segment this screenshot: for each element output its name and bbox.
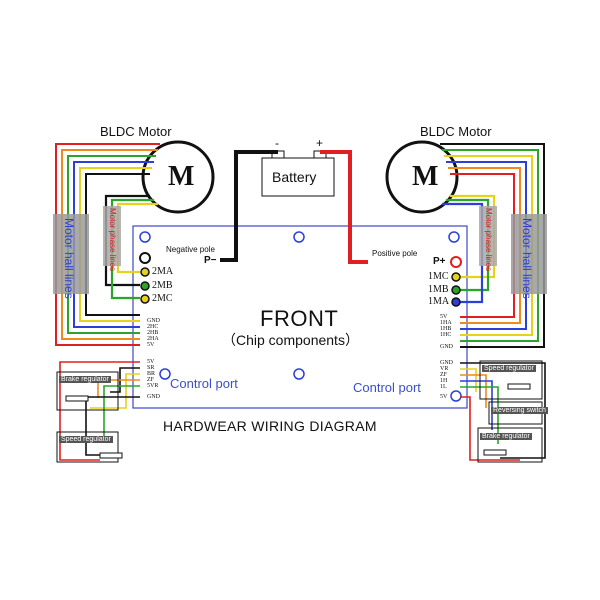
left-hall-pin: GND [147,318,160,324]
battery-positive-wire [320,150,368,264]
right-phase-sleeve [479,206,497,266]
right-motor [385,140,459,214]
right-hall-pin: 1HC [440,332,452,338]
left-phase-sleeve [103,206,121,266]
pin-1mc [451,272,461,282]
right-motor-symbol: M [412,161,439,192]
right-control-pin: ZF [440,372,448,378]
pin-2mb [140,281,150,291]
left-brake-regulator-label: Brake regulator [59,376,111,383]
positive-pole-label: Positive pole [372,249,418,258]
pin-label-2mc: 2MC [152,293,173,304]
mount-hole [293,231,305,243]
pin-label-1ma: 1MA [428,296,450,307]
right-hall-pin: 1HA [440,320,452,326]
left-control-pin: BR [147,371,156,377]
right-control-pin: GND [440,360,453,366]
right-speed-pot [507,383,531,390]
left-speed-pot [99,452,123,459]
battery-label: Battery [272,169,317,185]
left-motor-title: BLDC Motor [100,124,172,139]
battery-body [261,157,335,197]
left-brake-pot [65,395,89,402]
left-control-pin: SR [147,365,155,371]
left-speed-box [56,431,119,463]
right-hall-pin: 1HB [440,326,452,332]
right-brake-regulator-label: Brake regulator [480,433,532,440]
right-control-pin: 1H [440,378,448,384]
p-plus-label: P+ [433,256,446,267]
negative-pole-label: Negative pole [166,245,215,254]
pin-2mc [140,294,150,304]
right-control-pin: 1L [440,384,447,390]
pin-label-2ma: 2MA [152,266,174,277]
left-hall-sleeve [53,214,89,294]
battery-minus: - [275,136,279,150]
left-brake-box [56,371,119,411]
left-control-port-label: Control port [170,376,238,391]
left-phase-lines-label: Motor phase lines [108,208,117,272]
mount-hole [159,368,171,380]
right-control-port-label: Control port [353,380,421,395]
p-minus-label: P− [204,255,217,266]
battery-plus: + [316,136,324,150]
controller-board [132,225,468,409]
mount-hole [448,231,460,243]
left-control-pin: ZF [147,377,155,383]
battery-negative-wire [220,150,278,262]
left-hall-pin: 2HB [147,330,159,336]
right-hall-lines-label: Motor hall lines [520,218,534,299]
right-hall-sleeve [511,214,547,294]
right-phase-lines-label: Motor phase lines [484,208,493,272]
pin-1mb [451,285,461,295]
left-speed-regulator-label: Speed regulator [59,436,113,443]
right-reversing-switch-label: Reversing switch [491,407,548,414]
left-motor-symbol: M [168,161,195,192]
left-control-wires [59,361,140,461]
right-hall-pin: GND [440,344,453,350]
diagram-title: HARDWEAR WIRING DIAGRAM [163,418,377,434]
left-hall-pin: 2HC [147,324,159,330]
right-brake-pot [483,449,507,456]
pin-2ma [140,267,150,277]
pin-negative [139,252,151,264]
pin-1ma [451,297,461,307]
right-motor-title: BLDC Motor [420,124,492,139]
right-hall-pin: 5V [440,314,448,320]
right-control-pin: VR [440,366,449,372]
mount-hole [139,231,151,243]
mount-hole [450,390,462,402]
left-control-pin: 5VR [147,383,159,389]
right-control-pin: 5V [440,394,448,400]
pin-label-1mb: 1MB [428,284,449,295]
right-brake-box [477,427,543,463]
left-hall-pin: 2HA [147,336,159,342]
right-speed-box [479,360,543,400]
pin-label-2mb: 2MB [152,280,173,291]
left-control-pin: GND [147,394,160,400]
mount-hole [293,368,305,380]
left-motor [141,140,215,214]
board-subtitle: （Chip components） [222,332,359,348]
left-hall-pin: 5V [147,342,155,348]
left-control-pin: 5V [147,359,155,365]
right-speed-regulator-label: Speed regulator [482,365,536,372]
pin-positive [450,256,462,268]
left-hall-lines-label: Motor hall lines [62,218,76,299]
pin-label-1mc: 1MC [428,271,449,282]
board-title: FRONT [260,306,339,331]
